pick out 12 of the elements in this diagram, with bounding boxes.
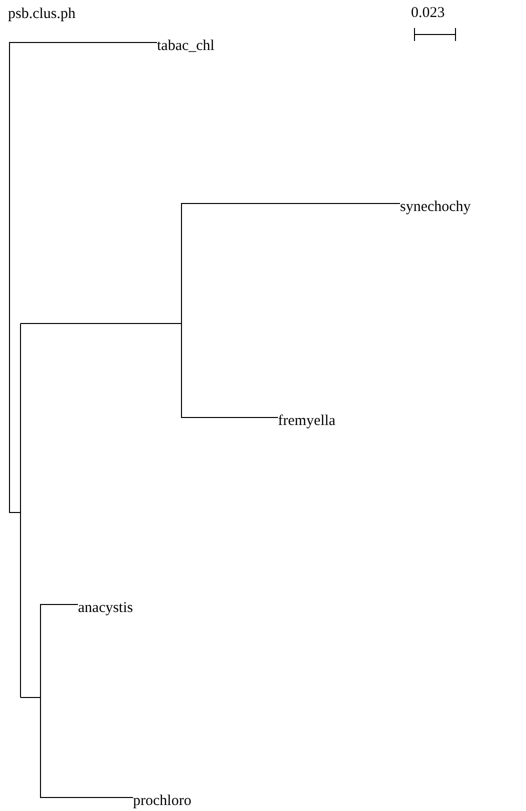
tree-branch [180,203,400,204]
tree-title: psb.clus.ph [8,6,76,22]
tree-branch [8,42,158,43]
leaf-label: anacystis [78,600,133,616]
tree-branch [180,417,278,418]
leaf-label: tabac_chl [157,38,214,54]
tree-branch [40,604,78,605]
leaf-label: synechochy [400,199,471,215]
tree-branch [40,797,134,798]
scale-value: 0.023 [411,5,445,21]
leaf-label: prochloro [133,793,192,809]
leaf-label: fremyella [278,413,336,429]
